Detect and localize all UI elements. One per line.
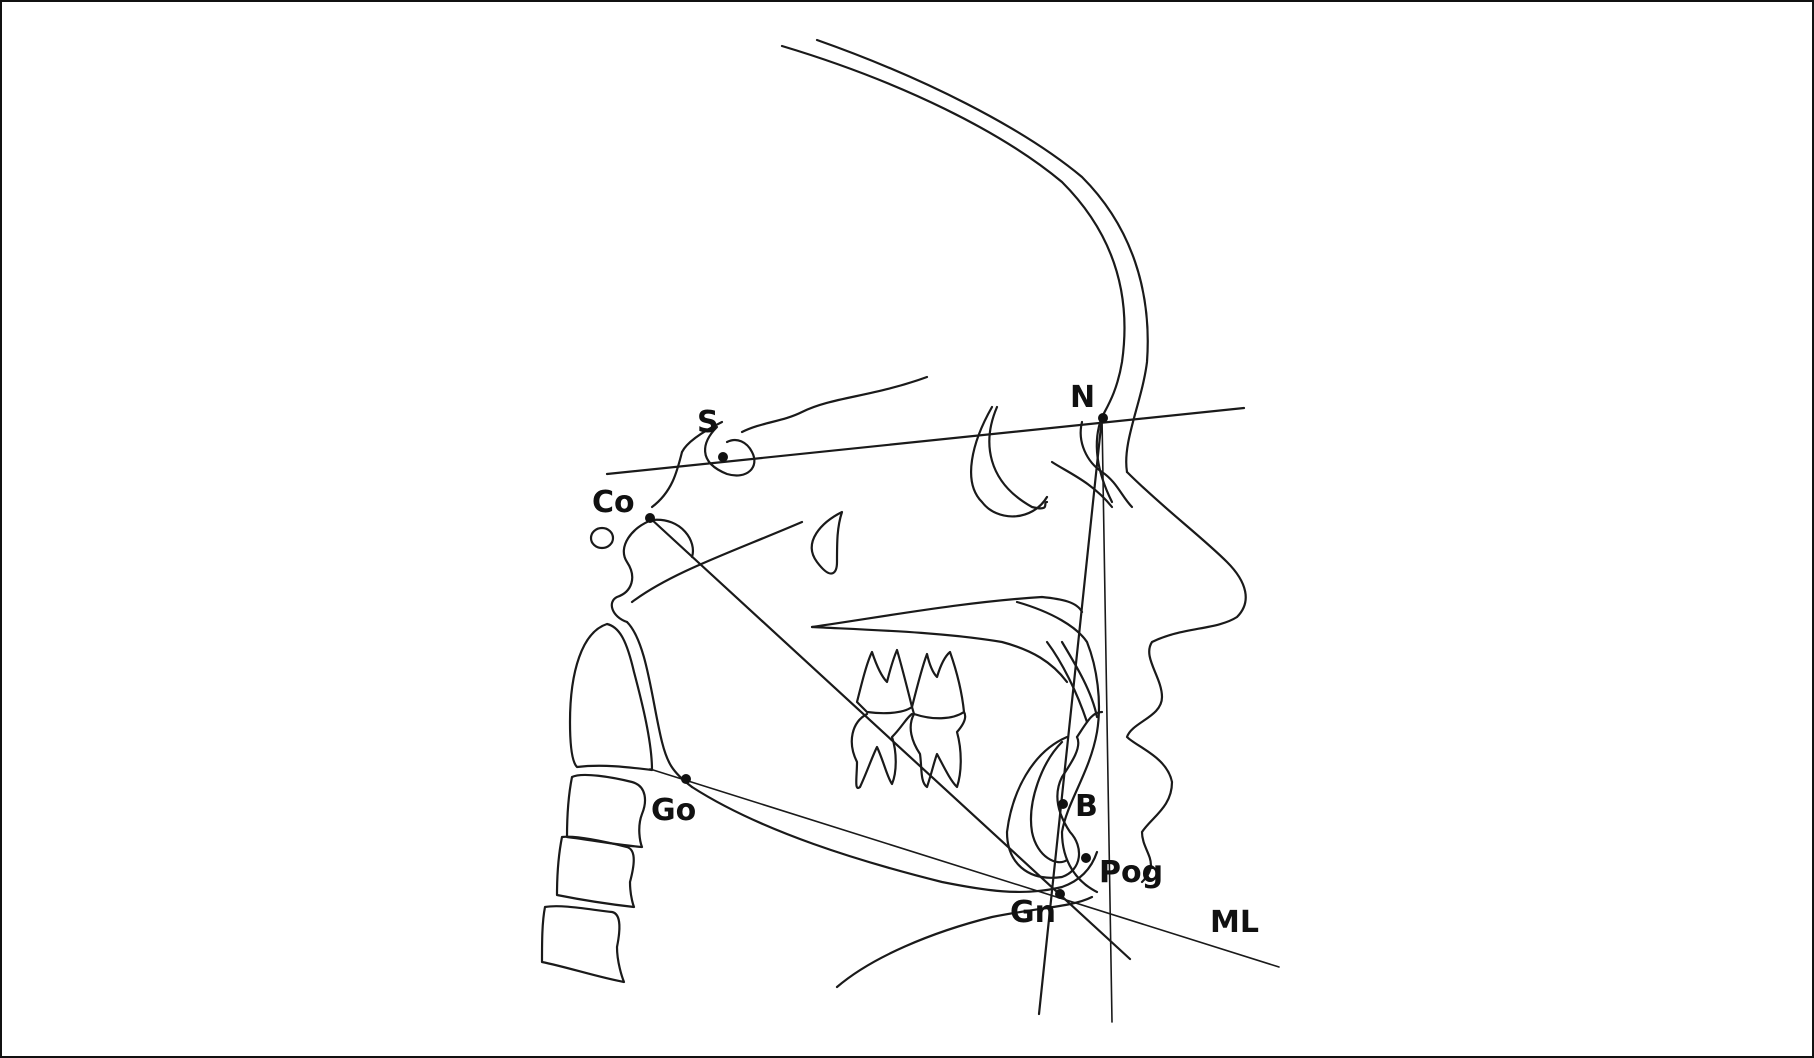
sn-line [605, 406, 1246, 476]
point-co [645, 513, 655, 523]
chin-symphysis [1005, 710, 1104, 879]
point-s [718, 452, 728, 462]
pterygoid-outline [810, 405, 1049, 575]
palate-outline [810, 595, 1084, 684]
mandible-outline [690, 600, 1101, 989]
forehead-outline [780, 38, 1149, 474]
label-pog: Pog [1099, 855, 1163, 890]
n-gn-line [1037, 415, 1104, 1016]
label-co: Co [592, 485, 635, 520]
point-n [1098, 413, 1108, 423]
point-b [1058, 799, 1068, 809]
condyle-ramus [610, 518, 804, 789]
mandibular-plane-ml-line [649, 768, 1280, 968]
label-n: N [1070, 380, 1095, 415]
cranial-base [650, 375, 929, 509]
molar-teeth [850, 648, 967, 790]
soft-tissue-profile [1125, 470, 1247, 884]
orbit-ear [589, 526, 615, 550]
cervical-vertebrae [540, 622, 654, 984]
label-go: Go [651, 793, 696, 828]
co-gn-line [648, 516, 1132, 961]
point-go [681, 774, 691, 784]
n-vertical-line [1101, 416, 1113, 1023]
point-gn [1055, 889, 1065, 899]
label-ml: ML [1210, 905, 1259, 940]
point-pog [1081, 853, 1091, 863]
label-b: B [1075, 789, 1098, 824]
label-s: S [697, 405, 719, 440]
lower-incisor [1045, 640, 1099, 724]
label-gn: Gn [1010, 895, 1056, 930]
